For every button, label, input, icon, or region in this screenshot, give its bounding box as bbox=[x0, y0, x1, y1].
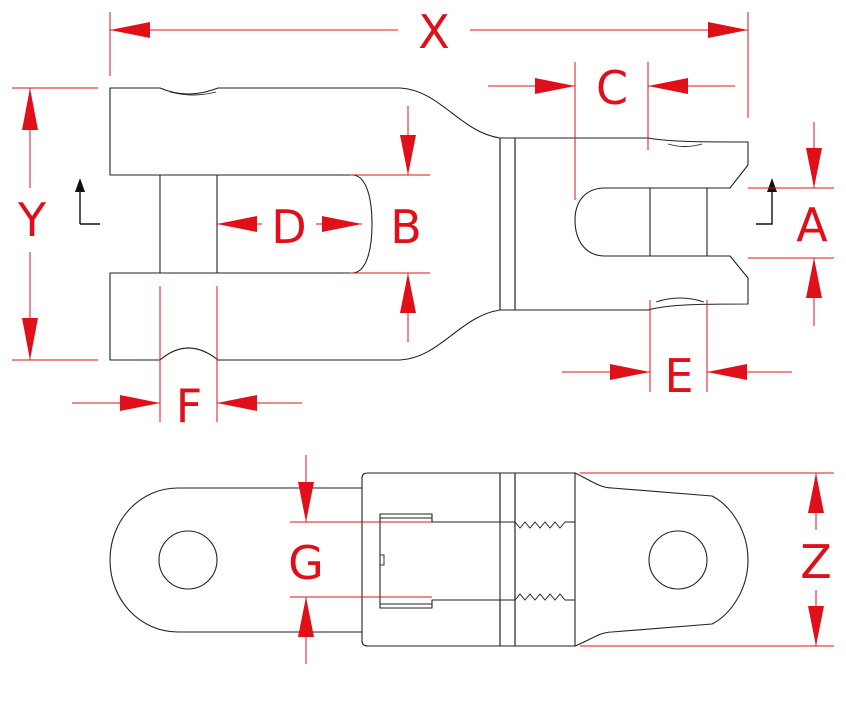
dim-e: E bbox=[562, 300, 792, 403]
dim-f: F bbox=[72, 286, 302, 433]
left-eye-end bbox=[109, 487, 363, 633]
dimensions: X Y C D bbox=[12, 5, 834, 664]
right-tongue-bottom-relief bbox=[655, 297, 705, 303]
dim-c: C bbox=[488, 61, 735, 200]
dim-label-y: Y bbox=[17, 193, 47, 247]
left-block-inner-top bbox=[379, 514, 432, 519]
side-view bbox=[109, 472, 749, 647]
right-tongue-outline bbox=[514, 137, 749, 311]
dim-label-d: D bbox=[271, 200, 306, 254]
left-clevis-outline bbox=[109, 87, 501, 361]
thread-bottom bbox=[432, 593, 575, 601]
dim-label-x: X bbox=[418, 5, 450, 59]
dim-a: A bbox=[748, 122, 834, 326]
dim-z: Z bbox=[580, 472, 834, 647]
dim-label-a: A bbox=[796, 198, 828, 252]
left-block bbox=[361, 472, 501, 647]
top-view bbox=[75, 87, 777, 361]
dim-label-f: F bbox=[176, 379, 202, 433]
center-collar bbox=[499, 137, 516, 311]
dim-d: D bbox=[217, 200, 362, 254]
dim-x: X bbox=[109, 5, 749, 118]
right-eye-end bbox=[574, 472, 749, 647]
dim-g: G bbox=[288, 455, 432, 664]
pin-tip bbox=[379, 554, 385, 566]
section-mark-left bbox=[75, 178, 100, 225]
dim-label-c: C bbox=[596, 61, 628, 115]
dim-b: B bbox=[350, 106, 430, 342]
dim-y: Y bbox=[12, 87, 98, 361]
side-collar bbox=[499, 472, 516, 647]
dim-label-z: Z bbox=[800, 535, 832, 589]
threaded-body bbox=[514, 472, 576, 647]
dim-label-g: G bbox=[288, 536, 324, 590]
right-pin bbox=[649, 187, 708, 257]
dim-label-b: B bbox=[390, 200, 422, 254]
thread-top bbox=[432, 521, 575, 529]
left-pin bbox=[159, 174, 218, 274]
section-mark-right bbox=[756, 178, 777, 225]
dim-label-e: E bbox=[664, 349, 693, 403]
right-eye-hole bbox=[648, 530, 708, 590]
right-tongue-top-relief bbox=[667, 143, 703, 147]
left-eye-hole bbox=[158, 530, 218, 590]
left-clevis-top-relief bbox=[169, 91, 217, 96]
